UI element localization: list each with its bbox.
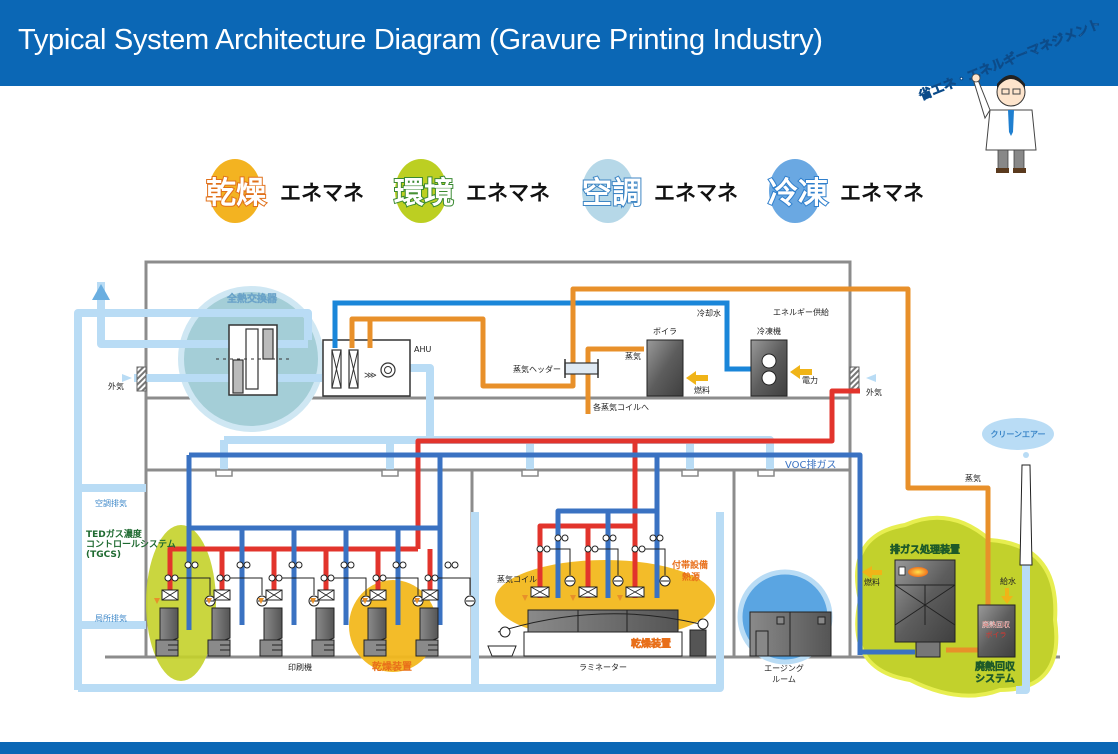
outside-air-louvers: 外気 外気 (108, 366, 882, 397)
printing-machines (154, 561, 476, 657)
waste-heat-boiler-line1: 廃熱回収 (982, 620, 1010, 629)
steam-pipes (349, 286, 991, 653)
aging-room-label-line2: ルーム (772, 675, 796, 684)
category-badges: 乾燥 エネマネ 環境 エネマネ 空調 エネマネ 冷凍 エネマネ (205, 159, 924, 223)
steam-header-label: 蒸気ヘッダー (513, 364, 561, 374)
badge-suffix: エネマネ (280, 181, 364, 205)
tgcs-label-line3: (TGCS) (86, 550, 121, 560)
badge-environment: 環境 エネマネ (393, 159, 550, 223)
badge-refrigeration: 冷凍 エネマネ (767, 159, 924, 223)
ceiling-diffusers (215, 469, 775, 477)
clean-air-cloud (982, 418, 1054, 450)
feed-water-label: 給水 (1000, 576, 1016, 586)
steam-coil-unit (617, 534, 671, 601)
badge-suffix: エネマネ (840, 181, 924, 205)
tgcs-label-line1: TEDガス濃度 (86, 528, 143, 540)
badge-kanji: 空調 (582, 176, 642, 211)
treatment-fuel-label: 燃料 (864, 577, 880, 587)
air-duct-arrows (92, 284, 110, 300)
outside-air-right-label: 外気 (866, 387, 882, 397)
tgcs-label-line2: コントロールシステム (86, 539, 176, 550)
steam-coil-unit (522, 534, 576, 601)
steam-right-label: 蒸気 (965, 473, 981, 483)
footer-bar (0, 742, 1118, 754)
ahu-label: AHU (414, 345, 431, 354)
waste-heat-system-line1: 廃熱回収 (975, 660, 1016, 673)
badge-drying: 乾燥 エネマネ (205, 159, 364, 223)
steam-coil-unit (570, 534, 624, 601)
aging-room-label-line1: エージング (764, 663, 804, 673)
aging-room: エージング ルーム (749, 611, 832, 684)
badge-suffix: エネマネ (654, 181, 738, 205)
badge-air-conditioning: 空調 エネマネ (581, 159, 738, 223)
refrigerator: 冷凍機 冷却水 エネルギー供給 電力 (697, 307, 829, 397)
energy-supply-label: エネルギー供給 (773, 307, 829, 317)
ahu-unit: ⋙ AHU (322, 339, 431, 397)
badge-kanji: 環境 (394, 176, 454, 211)
badge-kanji: 冷凍 (768, 176, 828, 211)
power-arrow (790, 365, 812, 379)
page-title: Typical System Architecture Diagram (Gra… (18, 24, 823, 56)
mascot: 省エネ・エネルギーマネジメント (915, 16, 1104, 173)
badge-suffix: エネマネ (466, 181, 550, 205)
heat-exchanger-label: 全熱交換器 (226, 292, 278, 305)
steam-label: 蒸気 (625, 351, 641, 361)
boiler: ボイラ 蒸気 燃料 (625, 327, 710, 397)
hot-air-pipes (167, 388, 860, 598)
cooling-water-pipes (332, 300, 752, 372)
printing-unit (362, 561, 424, 657)
laminator: 蒸気コイル 付帯設備 熱源 乾燥装置 ラミネーター (487, 559, 709, 672)
print-drying-label: 乾燥装置 (372, 660, 412, 673)
electric-power-label: 電力 (802, 375, 818, 385)
printing-unit (206, 561, 268, 657)
waste-heat-system-line2: システム (975, 673, 1015, 685)
laminator-label: ラミネーター (579, 663, 627, 672)
chimney: クリーンエアー (982, 418, 1054, 566)
voc-exhaust-label: VOC排ガス (785, 458, 837, 471)
local-exhaust-label: 局所排気 (95, 613, 127, 623)
waste-heat-boiler: 廃熱回収 ボイラ 蒸気 給水 廃熱回収 システム (965, 473, 1016, 685)
waste-heat-boiler-line2: ボイラ (986, 631, 1007, 639)
steam-header: 蒸気ヘッダー (513, 359, 599, 378)
exhaust-treatment-unit: 排ガス処理装置 燃料 (862, 543, 960, 658)
fuel-arrow (686, 371, 708, 385)
aux-heat-label-line1: 付帯設備 (672, 559, 708, 571)
total-heat-exchanger: 全熱交換器 (216, 292, 292, 396)
refrigerator-label: 冷凍機 (757, 326, 781, 336)
badge-kanji: 乾燥 (206, 176, 267, 211)
ac-exhaust-label: 空調排気 (95, 498, 127, 508)
steam-coil-label: 蒸気コイル (497, 574, 537, 584)
laminator-coils (522, 534, 671, 601)
cooling-water-label: 冷却水 (697, 308, 721, 318)
printing-machine-label: 印刷機 (288, 662, 312, 672)
outside-air-left-label: 外気 (108, 381, 124, 391)
boiler-label: ボイラ (653, 327, 677, 336)
printing-unit (414, 561, 476, 657)
svg-text:⋙: ⋙ (364, 371, 377, 381)
printing-unit (154, 561, 216, 657)
laminator-drying-label: 乾燥装置 (631, 637, 671, 650)
voc-exhaust-pipes (186, 452, 915, 655)
aux-heat-label-line2: 熱源 (682, 571, 700, 583)
printing-unit (258, 561, 320, 657)
header-bar: Typical System Architecture Diagram (Gra… (0, 0, 1118, 86)
to-steam-coils-label: 各蒸気コイルへ (593, 402, 649, 412)
exhaust-treatment-label: 排ガス処理装置 (890, 543, 960, 556)
clean-air-label: クリーンエアー (990, 429, 1045, 439)
badge-circle (209, 159, 261, 223)
fuel-label: 燃料 (694, 385, 710, 395)
